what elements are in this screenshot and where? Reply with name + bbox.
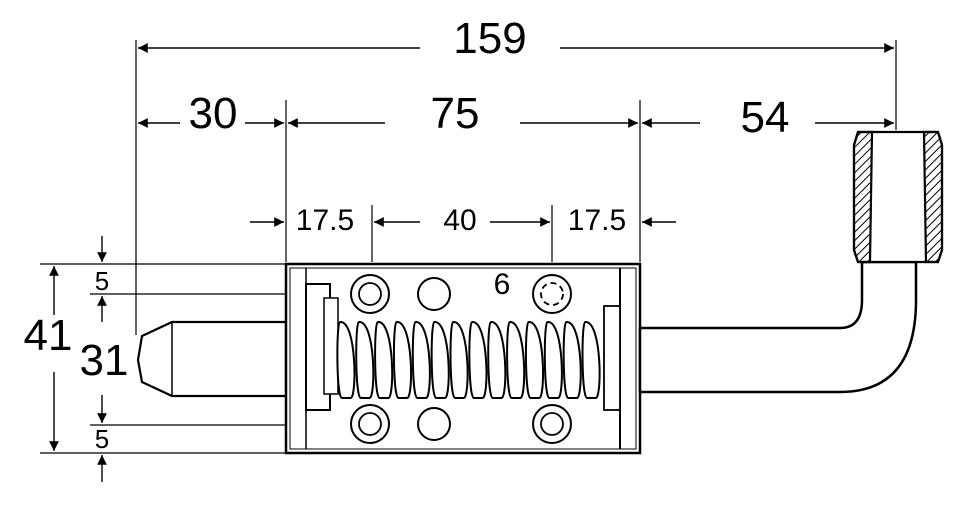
- spring-coil: [411, 321, 431, 400]
- dim-pin-extension: 30: [189, 89, 238, 138]
- spring-coil: [336, 321, 356, 400]
- dim-overall-height: 41: [24, 311, 73, 360]
- spring-coil: [562, 321, 582, 400]
- hole-bottom-mid: [417, 407, 451, 441]
- dim-hole-offset-right: 17.5: [568, 204, 626, 237]
- spring-coil: [430, 321, 450, 400]
- spring-coil: [543, 321, 563, 400]
- compression-spring: [336, 321, 601, 400]
- spring-coil: [581, 321, 601, 400]
- dim-hole-diameter: 6: [494, 268, 511, 301]
- spring-coil: [468, 321, 488, 400]
- dim-body-height: 31: [80, 336, 129, 385]
- dim-body-length: 75: [431, 89, 480, 138]
- dim-hole-offset-left: 17.5: [296, 204, 354, 237]
- dim-flange-bottom: 5: [95, 424, 109, 454]
- dim-flange-top: 5: [95, 266, 109, 296]
- dim-overall-length: 159: [453, 14, 526, 63]
- dimension-lines: [49, 43, 894, 482]
- spring-coil: [524, 321, 545, 400]
- extension-lines: [40, 40, 897, 454]
- dim-handle-offset: 54: [741, 93, 790, 142]
- knurled-knob: [852, 130, 944, 264]
- handle-rod: [638, 260, 918, 394]
- plunger-pin: [136, 320, 288, 398]
- hole-top-mid: [417, 277, 451, 311]
- mounting-holes: [350, 274, 572, 444]
- spring-coil: [392, 321, 413, 400]
- spring-coil: [355, 321, 375, 400]
- dimension-labels: 159 30 75 54 17.5 40 17.5 6 5 5 41 31: [24, 14, 790, 454]
- spring-coil: [506, 321, 526, 400]
- dim-hole-spacing: 40: [443, 204, 476, 237]
- spring-coil: [487, 321, 507, 400]
- spring-coil: [374, 321, 394, 400]
- spring-coil: [449, 321, 469, 400]
